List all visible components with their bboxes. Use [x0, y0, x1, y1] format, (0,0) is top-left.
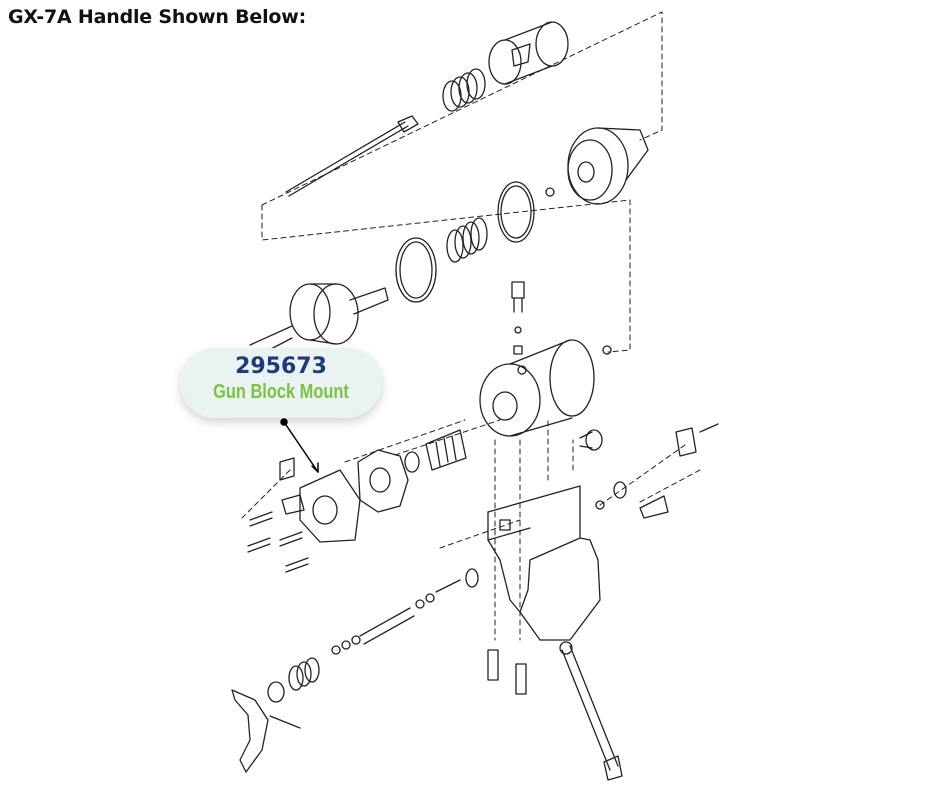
- main-piston: [249, 283, 389, 361]
- small-o-rings-valve: [331, 635, 361, 655]
- flange-o-ring: [404, 451, 420, 473]
- large-o-ring-right: [497, 181, 535, 243]
- part-name: Gun Block Mount: [213, 381, 349, 403]
- valve-spring: [288, 657, 320, 691]
- piston-cap: [567, 127, 649, 205]
- mount-flange: [357, 449, 409, 513]
- top-spring: [442, 68, 486, 112]
- valve-nut: [267, 681, 285, 703]
- handle-housing: [487, 485, 601, 641]
- gun-block-mount: [281, 469, 361, 543]
- middle-spring: [446, 217, 488, 263]
- needle-pin: [285, 115, 419, 197]
- small-ring-right: [602, 345, 612, 355]
- threaded-connector: [425, 429, 467, 471]
- adjust-knob: [579, 429, 603, 451]
- large-o-ring-left: [395, 237, 437, 303]
- bottom-screws: [487, 649, 527, 695]
- part-number: 295673: [235, 354, 327, 379]
- assembly-guide-lines: [239, 11, 701, 641]
- small-o-ring: [545, 187, 555, 197]
- cylinder-body: [479, 339, 595, 437]
- socket-screws-left: [247, 457, 309, 573]
- right-fittings: [595, 423, 719, 519]
- page-title: GX-7A Handle Shown Below:: [8, 6, 307, 28]
- top-sleeve-cylinder: [488, 21, 569, 85]
- air-inlet-tube: [559, 641, 623, 781]
- block-top-screw: [511, 281, 525, 355]
- part-callout: 295673 Gun Block Mount: [180, 348, 382, 418]
- callout-leader: [280, 418, 319, 473]
- valve-stem: [359, 568, 479, 645]
- trigger-lever: [231, 689, 301, 773]
